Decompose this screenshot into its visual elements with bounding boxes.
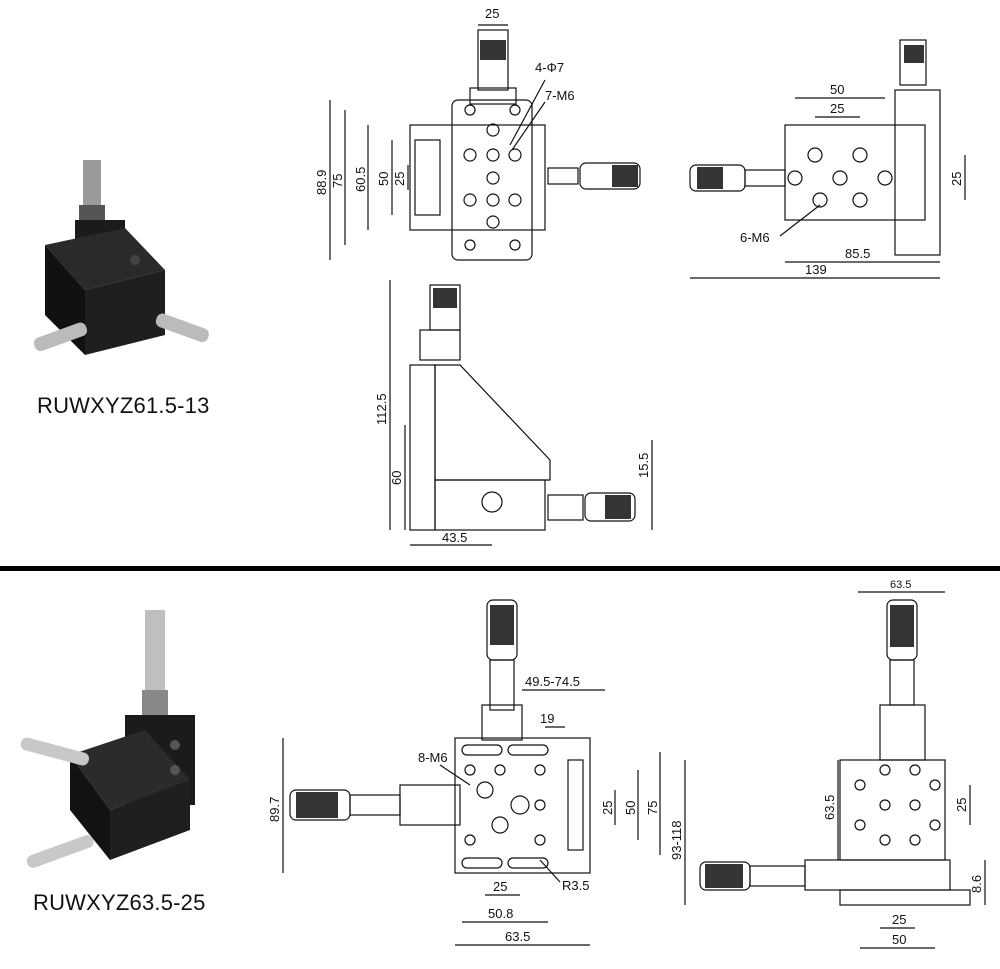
dim-h112-5: 112.5 <box>374 393 389 425</box>
dim-thread-a: 7-M6 <box>545 88 575 103</box>
dim-travel: 49.5-74.5 <box>525 674 580 689</box>
dim-sb25: 25 <box>892 912 906 927</box>
dim-thread-b: 6-M6 <box>740 230 770 245</box>
dim-s25: 25 <box>954 798 969 812</box>
dim-top-width: 25 <box>485 6 499 21</box>
dim-h60-5: 60.5 <box>353 167 368 192</box>
dim-h89-7: 89.7 <box>270 797 282 822</box>
dim-right-25: 25 <box>830 101 844 116</box>
dim-s63-5: 63.5 <box>822 795 837 820</box>
dim-holes-phi: 4-Φ7 <box>535 60 564 75</box>
dim-sb50: 50 <box>892 932 906 947</box>
dim-h50: 50 <box>376 172 391 186</box>
dim-w43-5: 43.5 <box>442 530 467 545</box>
drawing-ruwxyz63-5-25: 49.5-74.5 19 8-M6 89.7 25 50 75 R3.5 25 … <box>270 579 986 949</box>
dim-height-total: 88.9 <box>314 170 329 195</box>
dim-h50: 50 <box>623 801 638 815</box>
dim-b63-5: 63.5 <box>505 929 530 944</box>
product-photo-ruwxyz63-5-25 <box>20 610 195 868</box>
dim-thread: 8-M6 <box>418 750 448 765</box>
model-label-1: RUWXYZ61.5-13 <box>37 393 210 418</box>
dim-h60: 60 <box>389 471 404 485</box>
dim-d19: 19 <box>540 711 554 726</box>
drawing-ruwxyz61-5-13: 25 4-Φ7 7-M6 88.9 75 60.5 50 25 50 25 25… <box>314 6 966 546</box>
dim-h75: 75 <box>330 174 345 188</box>
dim-top63-5: 63.5 <box>890 579 911 591</box>
dim-r3-5: R3.5 <box>562 878 589 893</box>
dim-b25: 25 <box>493 879 507 894</box>
dim-s8-6: 8.6 <box>969 875 984 893</box>
dim-right-25b: 25 <box>949 172 964 186</box>
dim-right-50: 50 <box>830 82 844 97</box>
dim-h75: 75 <box>645 801 660 815</box>
dim-h25: 25 <box>600 801 615 815</box>
dim-w85-5: 85.5 <box>845 246 870 261</box>
dim-b50-8: 50.8 <box>488 906 513 921</box>
dim-w139: 139 <box>805 262 827 277</box>
product-photo-ruwxyz61-5-13 <box>33 160 209 355</box>
dim-s93-118: 93-118 <box>669 820 684 860</box>
dim-h25: 25 <box>392 172 407 186</box>
model-label-2: RUWXYZ63.5-25 <box>33 890 206 915</box>
section-divider <box>0 566 1000 571</box>
dim-h15-5: 15.5 <box>636 453 651 478</box>
